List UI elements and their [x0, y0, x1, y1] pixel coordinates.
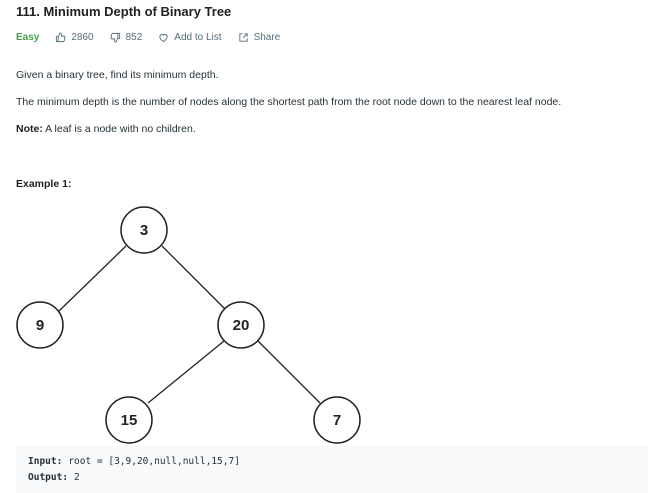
dislike-button[interactable]: 852 [110, 31, 143, 43]
tree-node-label: 9 [36, 317, 44, 334]
tree-node [16, 301, 64, 349]
output-label: Output: [28, 472, 69, 483]
dislikes-count: 852 [125, 31, 143, 43]
share-label: Share [253, 31, 281, 43]
add-to-list-button[interactable]: Add to List [158, 31, 222, 43]
example-input: Input: root = [3,9,20,null,null,15,7] [28, 454, 648, 470]
example-title: Example 1: [16, 178, 72, 190]
tree-node [217, 301, 265, 349]
tree-node [105, 396, 153, 444]
note-label: Note: [16, 123, 43, 135]
tree-node [313, 396, 361, 444]
tree-edge [161, 245, 227, 311]
note-paragraph: Note: A leaf is a node with no children. [16, 123, 196, 136]
input-value: root = [3,9,20,null,null,15,7] [68, 456, 240, 467]
heart-icon [159, 33, 168, 42]
like-button[interactable]: 2860 [55, 31, 94, 43]
output-value: 2 [74, 472, 80, 483]
binary-tree-diagram: 3 9 20 15 7 [16, 206, 361, 444]
tree-node-label: 20 [233, 317, 250, 334]
example-output: Output: 2 [28, 470, 648, 486]
thumbs-down-icon [110, 32, 120, 43]
tree-node [120, 206, 168, 254]
description-paragraph: The minimum depth is the number of nodes… [16, 96, 562, 108]
tree-node-label: 15 [121, 412, 138, 429]
likes-count: 2860 [71, 31, 94, 43]
tree-edge [147, 340, 225, 404]
problem-meta-bar: Easy 2860 852 Add to List Share [16, 30, 296, 44]
example-io-block: Input: root = [3,9,20,null,null,15,7] Ou… [16, 445, 648, 493]
thumbs-up-icon [56, 31, 66, 42]
tree-edge [257, 340, 321, 404]
add-to-list-label: Add to List [174, 31, 222, 43]
tree-node-label: 3 [140, 222, 148, 239]
note-text: A leaf is a node with no children. [42, 123, 196, 135]
input-label: Input: [28, 456, 63, 467]
tree-node-label: 7 [333, 412, 341, 429]
share-button[interactable]: Share [238, 31, 281, 43]
tree-edge [58, 245, 127, 312]
share-icon [238, 32, 248, 42]
problem-title: 111. Minimum Depth of Binary Tree [16, 4, 232, 19]
description-paragraph: Given a binary tree, find its minimum de… [16, 69, 219, 81]
difficulty-badge: Easy [16, 31, 40, 43]
